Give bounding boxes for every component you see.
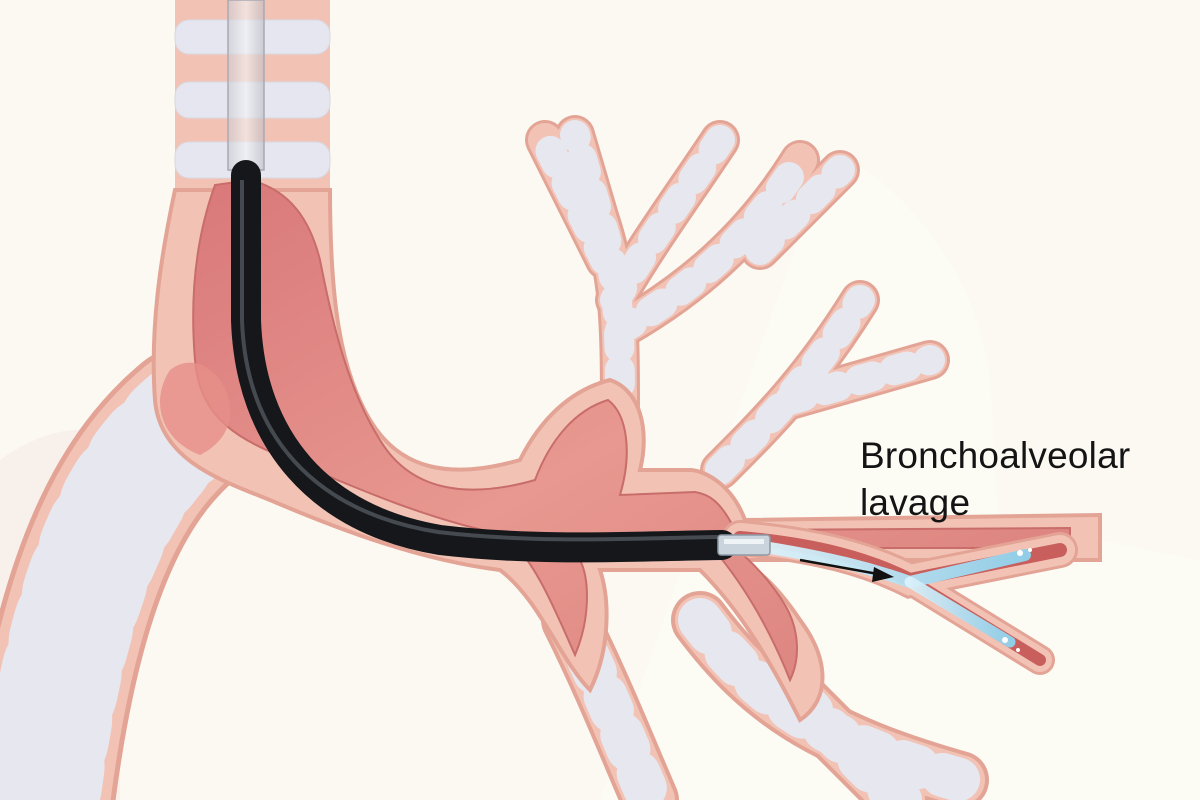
lower-bronchi [541, 591, 989, 800]
upper-bronchi [525, 115, 950, 490]
label-line-1: Bronchoalveolar [860, 435, 1131, 476]
left-main-bronchus [0, 345, 265, 800]
label-line-2: lavage [860, 482, 971, 523]
bronchoscope-highlight [240, 180, 719, 542]
bronchoscope [231, 160, 737, 563]
endotracheal-tube [227, 0, 265, 171]
bronchoscope-tip [717, 534, 771, 556]
carina [160, 362, 231, 455]
procedure-label: Bronchoalveolar lavage [860, 432, 1130, 526]
lavage-fluid [764, 542, 1032, 652]
arrow-right-icon [799, 558, 894, 582]
